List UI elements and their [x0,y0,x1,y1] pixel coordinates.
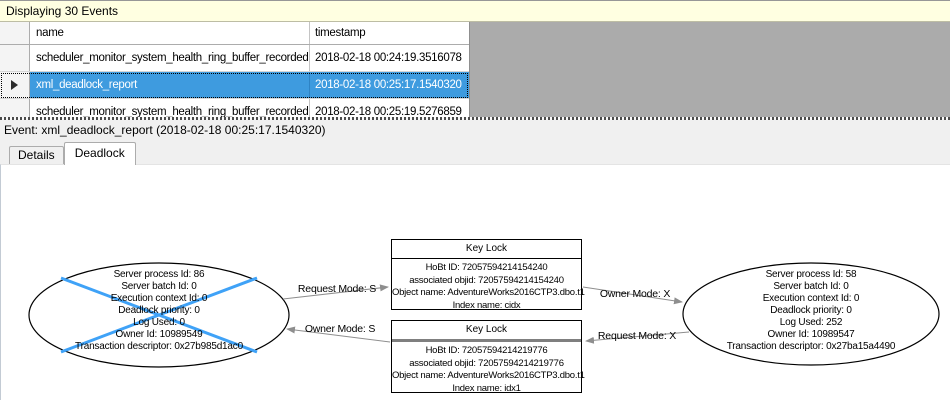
proc-line: Execution context Id: 0 [110,293,208,304]
victim-process-details: Server process Id: 86 Server batch Id: 0… [29,269,289,353]
edge-label-request-s: Request Mode: S [297,283,377,295]
event-timestamp-cell[interactable]: 2018-02-18 00:25:17.1540320 [315,79,462,91]
proc-line: Log Used: 0 [133,317,185,328]
proc-line: Transaction descriptor: 0x27ba15a4490 [726,341,896,352]
survivor-process-details: Server process Id: 58 Server batch Id: 0… [683,269,939,353]
edge-label-request-x: Request Mode: X [597,330,677,342]
proc-line: Deadlock priority: 0 [118,305,200,316]
key-lock-node-cidx: Key Lock HoBt ID: 72057594214154240 asso… [391,239,585,312]
table-row-selected[interactable]: xml_deadlock_report 2018-02-18 00:25:17.… [0,72,469,99]
lock-body: HoBt ID: 72057594214219776 associated ob… [392,342,585,395]
proc-line: Owner Id: 10989549 [115,329,203,340]
lock-line: Object name: AdventureWorks2016CTP3.dbo.… [392,287,585,298]
proc-line: Execution context Id: 0 [762,293,860,304]
events-grid: name timestamp scheduler_monitor_system_… [0,22,470,117]
deadlock-graph-canvas [28,262,940,368]
grid-header-row: name timestamp [0,22,469,45]
event-name-cell[interactable]: scheduler_monitor_system_health_ring_buf… [30,99,310,117]
event-timestamp-cell[interactable]: 2018-02-18 00:25:19.5276859 [315,106,462,117]
table-row[interactable]: scheduler_monitor_system_health_ring_buf… [0,45,469,72]
edge-request-s [282,284,389,300]
event-name-cell[interactable]: scheduler_monitor_system_health_ring_buf… [30,45,310,71]
selected-event-label: Event: xml_deadlock_report (2018-02-18 0… [0,120,950,140]
lock-body: HoBt ID: 72057594214154240 associated ob… [392,259,585,312]
row-selector-cell[interactable] [0,99,30,117]
edge-label-owner-x: Owner Mode: X [599,288,671,300]
events-table-area: name timestamp scheduler_monitor_system_… [0,22,950,117]
current-row-arrow-icon [11,80,18,90]
proc-line: Server process Id: 58 [765,269,857,280]
proc-line: Log Used: 252 [779,317,843,328]
survivor-process-ellipse [682,262,940,366]
lock-title: Key Lock [392,321,581,342]
edge-request-x [585,331,690,344]
proc-line: Server process Id: 86 [113,269,205,280]
lock-line: Index name: idx1 [452,382,521,394]
column-header-timestamp[interactable]: timestamp [315,27,366,39]
lock-line: Index name: cidx [452,299,521,311]
event-timestamp-cell[interactable]: 2018-02-18 00:24:19.3516078 [315,52,462,64]
proc-line: Deadlock priority: 0 [770,305,852,316]
lock-line: HoBt ID: 72057594214219776 [425,345,548,356]
deadlock-graph-panel: Server process Id: 86 Server batch Id: 0… [0,164,950,400]
row-selector-cell[interactable] [0,72,30,98]
events-count-bar: Displaying 30 Events [0,0,950,22]
edge-owner-s [286,326,391,343]
tab-deadlock[interactable]: Deadlock [63,142,136,165]
proc-line: Owner Id: 10989547 [767,329,855,340]
proc-line: Transaction descriptor: 0x27b985d1ac0 [75,341,243,352]
event-name-cell[interactable]: xml_deadlock_report [30,72,310,98]
row-selector-header [0,22,30,44]
victim-cross-line [60,276,258,354]
edge-owner-x [582,286,683,305]
grid-detail-splitter[interactable] [0,117,950,120]
proc-line: Server batch Id: 0 [121,281,197,292]
lock-line: HoBt ID: 72057594214154240 [425,262,548,273]
key-lock-node-idx1: Key Lock HoBt ID: 72057594214219776 asso… [391,320,585,395]
lock-line: Object name: AdventureWorks2016CTP3.dbo.… [392,370,585,381]
lock-line: associated objid: 72057594214219776 [409,357,564,369]
proc-line: Server batch Id: 0 [773,281,849,292]
column-header-name[interactable]: name [30,22,310,44]
tab-details[interactable]: Details [9,146,64,164]
lock-title: Key Lock [392,240,581,259]
lock-line: associated objid: 72057594214154240 [409,274,564,286]
detail-tab-strip: Details Deadlock [0,140,950,165]
table-row[interactable]: scheduler_monitor_system_health_ring_buf… [0,99,469,117]
row-selector-cell[interactable] [0,45,30,71]
edge-label-owner-s: Owner Mode: S [304,323,376,335]
